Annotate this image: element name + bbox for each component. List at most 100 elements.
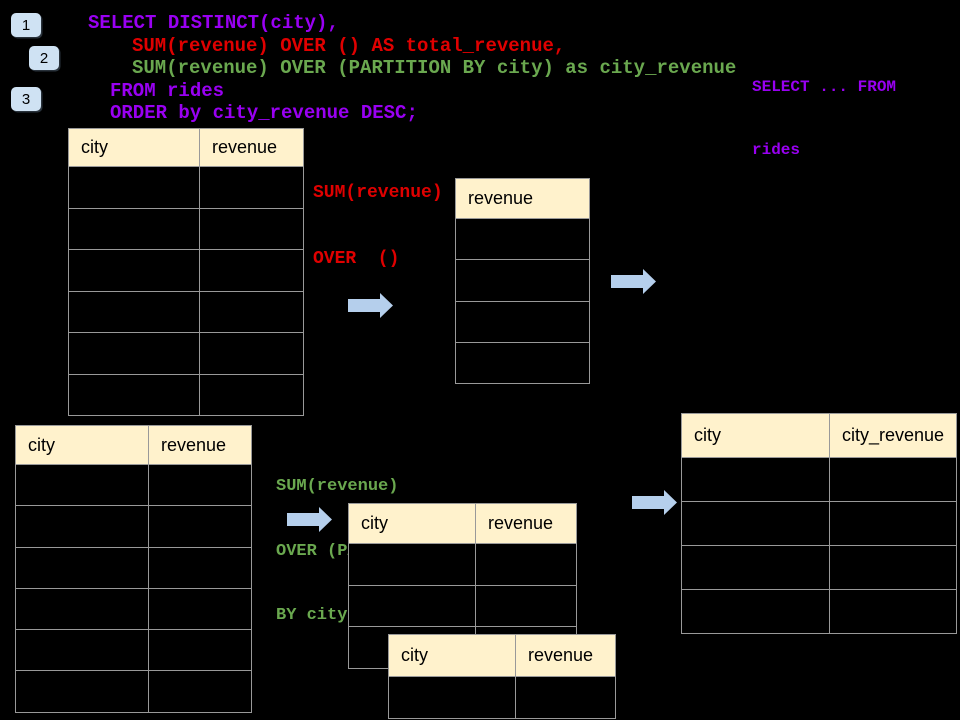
arrow-shape (287, 507, 332, 532)
table-cell-empty (15, 546, 149, 589)
table-cell-empty (148, 629, 252, 672)
table-cell-empty (68, 373, 200, 416)
table-row (348, 584, 577, 628)
table-cell-empty (681, 457, 830, 502)
table-cell-empty (68, 207, 200, 250)
table-header-row: city city_revenue (681, 413, 957, 458)
table-row (15, 670, 252, 713)
table-cell-empty (475, 543, 577, 586)
step-badge-3: 3 (11, 87, 41, 111)
side-note-select-from: SELECT ... FROM rides (752, 35, 896, 203)
table-row (68, 166, 304, 209)
table-row (68, 249, 304, 292)
table-cell-empty (68, 332, 200, 375)
table-row (455, 259, 590, 302)
step-badge-2: 2 (29, 46, 59, 70)
table-cell-empty (15, 505, 149, 548)
column-header-revenue: revenue (199, 128, 304, 167)
table-cell-empty (348, 584, 476, 628)
table-cell-empty (199, 373, 304, 416)
table-row (15, 546, 252, 589)
side-note-line-1: SELECT ... FROM (752, 78, 897, 96)
table-cell-empty (199, 290, 304, 333)
arrow-right-icon-2 (611, 269, 656, 294)
table-partition-overlay: city revenue (388, 634, 616, 719)
table-row (348, 543, 577, 586)
table-cell-empty (455, 300, 590, 343)
table-cell-empty (829, 589, 957, 634)
table-cell-empty (68, 290, 200, 333)
table-cell-empty (199, 332, 304, 375)
table-row (15, 463, 252, 507)
table-cell-empty (148, 546, 252, 589)
table-cell-empty (681, 545, 830, 590)
annotation-over-partition-line-3: BY city) (276, 606, 358, 625)
table-row (15, 505, 252, 548)
table-cell-empty (148, 670, 252, 713)
table-cell-empty (15, 670, 149, 713)
table-cell-empty (15, 629, 149, 672)
column-header-city: city (15, 425, 149, 465)
column-header-city: city (388, 634, 516, 677)
table-row (681, 545, 957, 590)
table-row (388, 676, 616, 719)
annotation-over-partition-line-1: SUM(revenue) (276, 477, 399, 496)
column-header-revenue: revenue (455, 178, 590, 219)
table-row (68, 207, 304, 250)
table-cell-empty (148, 587, 252, 631)
table-cell-empty (15, 587, 149, 631)
table-row (15, 587, 252, 631)
arrow-shape (611, 269, 656, 294)
table-row (68, 332, 304, 375)
table-source-rides: city revenue (68, 128, 304, 416)
table-cell-empty (199, 207, 304, 250)
arrow-right-icon-4 (632, 490, 677, 515)
step-badge-1: 1 (11, 13, 41, 37)
table-row (455, 341, 590, 385)
column-header-revenue: revenue (475, 503, 577, 544)
arrow-shape (348, 293, 393, 318)
column-header-city: city (348, 503, 476, 544)
table-cell-empty (515, 676, 616, 719)
table-row (681, 457, 957, 502)
table-cell-empty (148, 463, 252, 507)
column-header-revenue: revenue (148, 425, 252, 465)
column-header-city-revenue: city_revenue (829, 413, 957, 458)
side-note-line-2: rides (752, 141, 801, 159)
table-row (455, 217, 590, 261)
column-header-city: city (68, 128, 200, 167)
table-cell-empty (348, 543, 476, 586)
sql-line-total-revenue: SUM(revenue) OVER () AS total_revenue, (132, 35, 566, 57)
table-cell-empty (15, 463, 149, 507)
table-cell-empty (829, 501, 957, 546)
table-row (681, 501, 957, 546)
column-header-city: city (681, 413, 830, 458)
table-cell-empty (455, 259, 590, 302)
arrow-shape (632, 490, 677, 515)
table-cell-empty (829, 545, 957, 590)
table-cell-empty (681, 501, 830, 546)
table-cell-empty (199, 166, 304, 209)
table-cell-empty (388, 676, 516, 719)
table-header-row: city revenue (348, 503, 577, 544)
table-cell-empty (68, 249, 200, 292)
table-row (68, 290, 304, 333)
table-row (681, 589, 957, 634)
table-cell-empty (148, 505, 252, 548)
arrow-right-icon-3 (287, 507, 332, 532)
table-header-row: revenue (455, 178, 590, 219)
table-row (68, 373, 304, 416)
table-header-row: city revenue (15, 425, 252, 465)
table-header-row: city revenue (388, 634, 616, 677)
sql-line-order-by: ORDER by city_revenue DESC; (110, 102, 418, 124)
annotation-over-total-line-2: OVER () (313, 249, 400, 269)
table-header-row: city revenue (68, 128, 304, 167)
sql-line-partition: SUM(revenue) OVER (PARTITION BY city) as… (132, 57, 737, 79)
table-row (15, 629, 252, 672)
table-cell-empty (455, 341, 590, 385)
arrow-right-icon-1 (348, 293, 393, 318)
annotation-over-total-line-1: SUM(revenue) (313, 183, 443, 203)
table-cell-empty (829, 457, 957, 502)
table-cell-empty (199, 249, 304, 292)
